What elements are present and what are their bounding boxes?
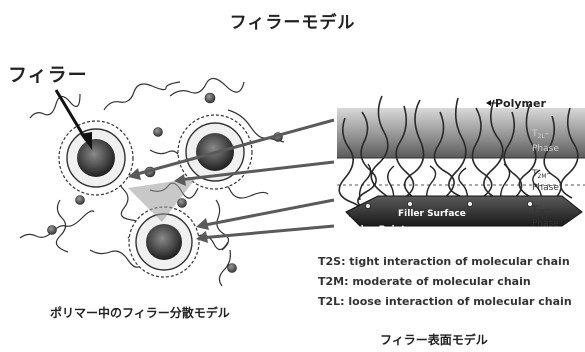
t2m-phase-label: T2M– Phase [531,169,559,193]
filler-pointer-arrow [54,89,92,150]
filler-label: フィラー [8,64,88,86]
arrow-to-particle-1 [129,118,335,178]
interaction-zone [128,178,196,222]
t2l-phase-label: T2L– Phase [531,129,559,154]
polymer-label: Polymer [495,97,546,110]
arrow-to-interaction [177,160,335,182]
connecting-arrows [128,118,335,243]
filler-surface-label: Filler Surface [398,209,466,219]
arrow-to-particle-3b [199,224,335,240]
arrow-to-particle-3 [199,198,335,228]
filler-surface-plate [345,195,583,227]
active-point-label: Active Point [344,225,406,235]
svg-text:T2S–: T2S– [531,205,550,216]
svg-text:T2L–: T2L– [531,129,550,140]
svg-text:T2M–: T2M– [531,169,552,180]
t2s-phase-label: T2S– Phase [531,205,559,229]
surface-model: Polymer T2L– Phase T2M– Phase T2S– Phase… [337,95,585,235]
filler-particle-3 [128,206,200,278]
legend-t2l: T2L: loose interaction of molecular chai… [318,295,572,308]
dispersion-model [19,77,285,287]
svg-text:Phase: Phase [532,144,559,154]
surface-caption: フィラー表面モデル [380,333,488,347]
svg-text:Phase: Phase [532,219,559,229]
polymer-pointer-arrow [486,100,497,106]
diagram-title: フィラーモデル [229,13,356,33]
svg-text:Phase: Phase [532,183,559,193]
dispersion-caption: ポリマー中のフィラー分散モデル [50,306,230,320]
active-points [365,201,533,209]
filler-particle-1 [58,120,134,196]
legend-t2m: T2M: moderate of molecular chain [318,275,531,288]
polymer-chains [19,77,285,287]
legend-t2s: T2S: tight interaction of molecular chai… [318,255,570,268]
